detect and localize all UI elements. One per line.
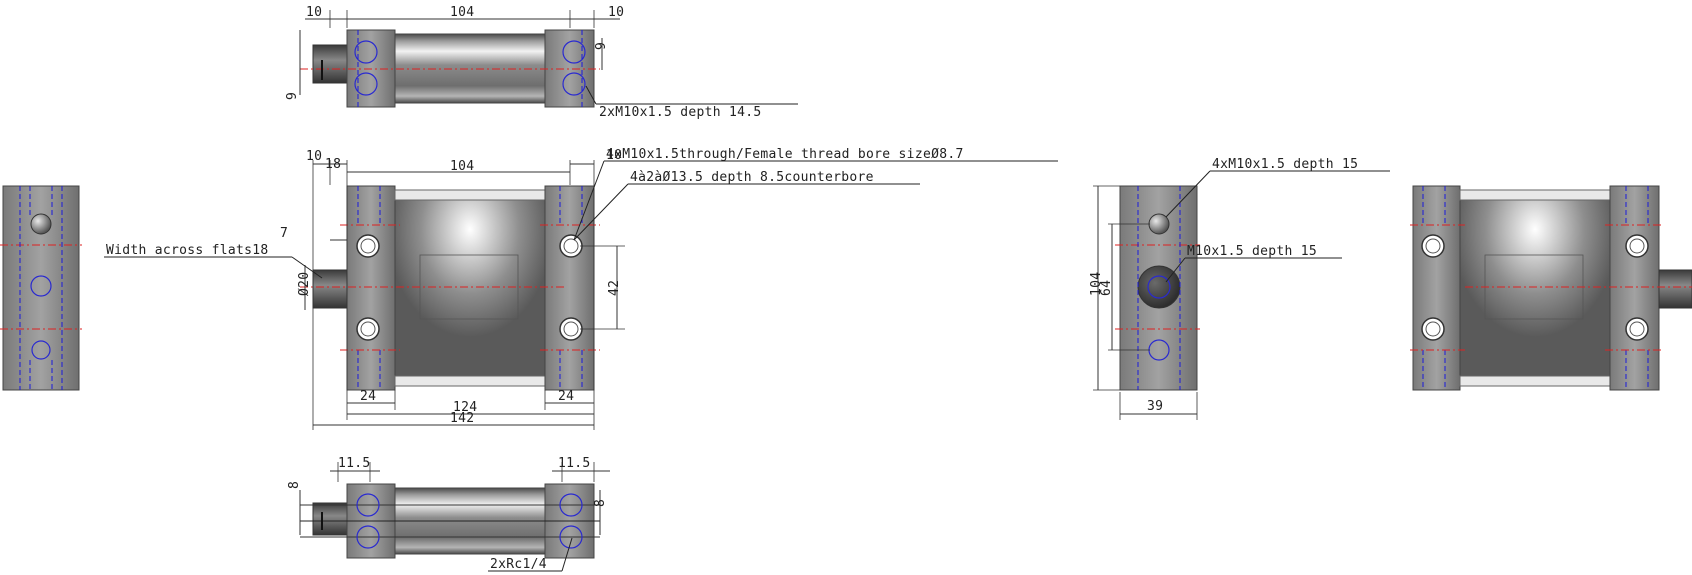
dim-front-24a: 24: [360, 389, 376, 404]
callout-side-tap: 4xM10x1.5 depth 15: [1212, 157, 1358, 172]
dim-bottom-115a: 11.5: [338, 456, 371, 471]
dim-front-142: 142: [450, 411, 474, 426]
left-end-view: [0, 185, 82, 391]
dim-front-42: 42: [607, 280, 622, 296]
rear-view: [1410, 185, 1692, 391]
callout-front-through: 4xM10x1.5through/Female thread bore size…: [606, 147, 964, 162]
dim-front-124: 124: [453, 400, 477, 415]
dim-front-right: 10: [606, 148, 622, 163]
callout-front-counterbore: 4à2àØ13.5 depth 8.5counterbore: [630, 170, 874, 185]
top-view: [299, 10, 798, 108]
dim-front-24b: 24: [558, 389, 574, 404]
dim-top-left: 10: [306, 5, 322, 20]
dim-front-left1: 10: [306, 149, 322, 164]
dim-top-v-right: 9: [594, 42, 609, 50]
callout-bottom-port: 2xRc1/4: [490, 557, 547, 572]
callout-front-flats: Width across flats18: [106, 243, 269, 258]
callout-side-port: M10x1.5 depth 15: [1187, 244, 1317, 259]
side-end-view: [1093, 170, 1390, 420]
dim-top-right: 10: [608, 5, 624, 20]
front-view: [104, 160, 1058, 430]
dim-side-64: 64: [1099, 280, 1114, 296]
dim-side-104: 104: [1089, 272, 1104, 296]
dim-bottom-v-left: 8: [287, 481, 302, 489]
bottom-view: [299, 462, 610, 572]
dim-bottom-115b: 11.5: [558, 456, 591, 471]
dim-front-left2: 18: [325, 157, 341, 172]
callout-top-tap: 2xM10x1.5 depth 14.5: [599, 105, 762, 120]
dim-front-7: 7: [280, 226, 288, 241]
dim-top-v-left: 9: [285, 92, 300, 100]
dim-top-mid: 104: [450, 5, 474, 20]
dim-front-mid: 104: [450, 159, 474, 174]
dim-bottom-v-right: 8: [593, 499, 608, 507]
dim-front-dia: Ø20: [297, 272, 312, 296]
dim-side-39: 39: [1147, 399, 1163, 414]
